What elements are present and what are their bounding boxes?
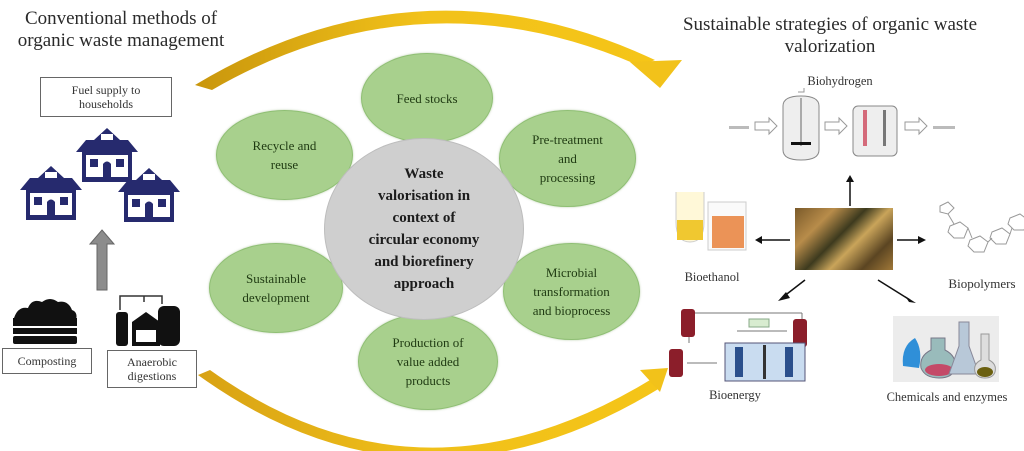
anaerobic-line2: digestions <box>127 369 177 383</box>
node-pre-treatment: Pre-treatment and processing <box>499 110 636 207</box>
hub-line6: approach <box>393 276 455 292</box>
right-panel-title: Sustainable strategies of organic waste … <box>670 14 990 58</box>
biopolymer-structure-icon <box>939 201 1024 253</box>
hub-line2: valorisation in <box>377 188 471 204</box>
anaerobic-digester-icon <box>116 295 180 346</box>
compost-heap-icon <box>13 299 77 344</box>
node-pretreatment-text: Pre-treatment and processing <box>520 130 615 187</box>
biohydrogen-label: Biohydrogen <box>807 74 873 88</box>
biohydrogen-process-diagram <box>729 88 955 161</box>
bioethanol-label: Bioethanol <box>684 270 740 284</box>
hub-line5: and biorefinery <box>374 254 474 270</box>
chemicals-enzymes-label: Chemicals and enzymes <box>886 390 1008 404</box>
chemicals-flasks-image <box>893 316 999 382</box>
hub-line1: Waste <box>404 166 444 182</box>
node-microbial-text: Microbial transformation and bioprocess <box>521 263 623 320</box>
bioethanol-beakers-icon <box>675 192 747 251</box>
hub-line3: context of <box>392 210 456 226</box>
microbial-line1: Microbial <box>545 265 598 280</box>
sustainable-line2: development <box>242 290 310 305</box>
composting-box: Composting <box>2 348 92 374</box>
anaerobic-line1: Anaerobic <box>127 355 177 369</box>
node-recycle-reuse: Recycle and reuse <box>216 110 353 200</box>
sustainable-line1: Sustainable <box>246 271 306 286</box>
node-microbial-transformation: Microbial transformation and bioprocess <box>503 243 640 340</box>
left-title-line2: organic waste management <box>17 30 225 51</box>
recycle-line1: Recycle and <box>252 138 317 153</box>
flasks-icon <box>902 321 996 379</box>
fuel-box-line2: households <box>79 97 133 111</box>
hub-line4: circular economy <box>368 232 480 248</box>
node-value-added-products: Production of value added products <box>358 313 498 410</box>
production-line3: products <box>405 373 451 388</box>
organic-waste-image <box>795 208 893 270</box>
bioenergy-label: Bioenergy <box>709 388 761 402</box>
house-icon <box>118 168 180 222</box>
node-feed-stocks-text: Feed stocks <box>396 90 458 106</box>
left-panel-title: Conventional methods of organic waste ma… <box>6 8 236 52</box>
recycle-line2: reuse <box>270 157 299 172</box>
node-feed-stocks: Feed stocks <box>361 53 493 143</box>
production-line2: value added <box>396 354 460 369</box>
node-sustainable-text: Sustainable development <box>230 269 321 307</box>
microbial-line2: transformation <box>533 284 610 299</box>
house-icon <box>20 166 82 220</box>
fuel-box-line1: Fuel supply to <box>71 83 141 97</box>
fuel-supply-box: Fuel supply to households <box>40 77 172 117</box>
microbial-line3: and bioprocess <box>532 303 611 318</box>
bioenergy-system-icon <box>669 309 807 382</box>
production-line1: Production of <box>392 335 464 350</box>
house-icon <box>76 128 138 182</box>
pretreat-line2: and <box>558 151 577 166</box>
right-title-line2: valorization <box>784 36 876 57</box>
composting-label: Composting <box>17 354 77 368</box>
right-title-line1: Sustainable strategies of organic waste <box>682 14 978 35</box>
biopolymers-label: Biopolymers <box>948 276 1016 291</box>
hub-text: Waste valorisation in context of circula… <box>369 163 480 295</box>
node-production-text: Production of value added products <box>380 333 475 390</box>
anaerobic-digestion-box: Anaerobic digestions <box>107 350 197 388</box>
left-title-line1: Conventional methods of <box>24 8 218 29</box>
node-sustainable-development: Sustainable development <box>209 243 343 333</box>
hub-waste-valorisation: Waste valorisation in context of circula… <box>324 138 524 320</box>
node-recycle-text: Recycle and reuse <box>241 136 329 174</box>
pretreat-line1: Pre-treatment <box>532 132 603 147</box>
up-arrow-icon <box>88 229 116 291</box>
pretreat-line3: processing <box>539 170 596 185</box>
